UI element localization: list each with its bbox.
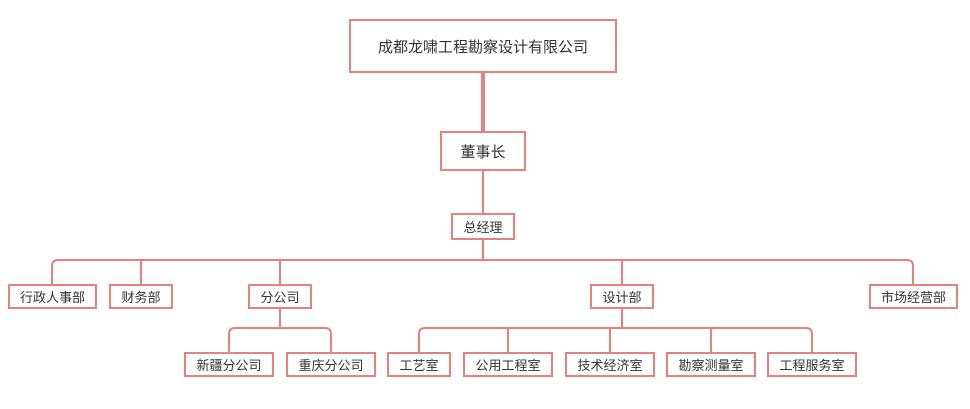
node-design-survey-label: 勘察测量室 bbox=[678, 359, 744, 374]
node-design-service-label: 工程服务室 bbox=[779, 359, 845, 374]
node-chairman: 董事长 bbox=[440, 131, 526, 171]
node-general-manager-label: 总经理 bbox=[463, 221, 503, 236]
node-dept-finance-label: 财务部 bbox=[121, 291, 161, 306]
node-branch-chongqing: 重庆分公司 bbox=[286, 352, 376, 377]
node-dept-branch-label: 分公司 bbox=[260, 291, 300, 306]
node-branch-chongqing-label: 重庆分公司 bbox=[298, 359, 364, 374]
node-dept-marketing-label: 市场经营部 bbox=[880, 291, 946, 306]
node-branch-xinjiang-label: 新疆分公司 bbox=[196, 359, 262, 374]
node-dept-finance: 财务部 bbox=[109, 284, 173, 309]
node-design-utility: 公用工程室 bbox=[463, 352, 553, 377]
node-general-manager: 总经理 bbox=[451, 213, 515, 240]
node-design-process: 工艺室 bbox=[387, 352, 451, 377]
node-dept-design-label: 设计部 bbox=[602, 291, 642, 306]
connector-branch-children bbox=[228, 327, 332, 352]
node-company: 成都龙啸工程勘察设计有限公司 bbox=[349, 19, 617, 73]
node-design-tech-econ: 技术经济室 bbox=[565, 352, 655, 377]
node-dept-admin-hr-label: 行政人事部 bbox=[19, 291, 85, 306]
node-branch-xinjiang: 新疆分公司 bbox=[184, 352, 274, 377]
connector-dept-bus bbox=[51, 259, 914, 284]
node-design-service: 工程服务室 bbox=[767, 352, 857, 377]
node-design-process-label: 工艺室 bbox=[399, 359, 439, 374]
node-dept-marketing: 市场经营部 bbox=[869, 284, 958, 309]
node-design-survey: 勘察测量室 bbox=[666, 352, 756, 377]
node-design-utility-label: 公用工程室 bbox=[475, 359, 541, 374]
node-dept-branch: 分公司 bbox=[248, 284, 312, 309]
node-dept-admin-hr: 行政人事部 bbox=[8, 284, 97, 309]
node-chairman-label: 董事长 bbox=[460, 142, 506, 161]
connector-design-children bbox=[418, 327, 813, 352]
node-dept-design: 设计部 bbox=[590, 284, 654, 309]
node-company-label: 成都龙啸工程勘察设计有限公司 bbox=[377, 37, 588, 56]
node-design-tech-econ-label: 技术经济室 bbox=[577, 359, 643, 374]
